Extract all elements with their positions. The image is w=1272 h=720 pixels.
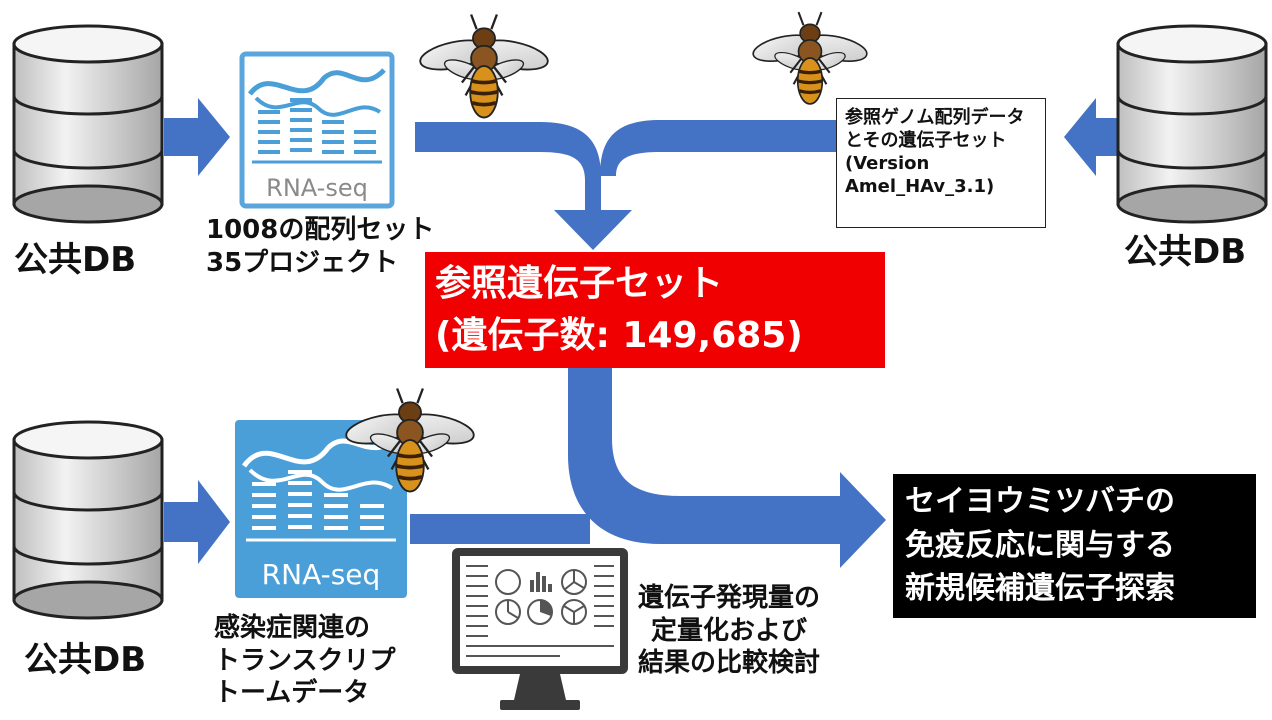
- top-right-arrow: [1064, 98, 1120, 176]
- reference-genome-line: 参照ゲノム配列データ: [845, 107, 1025, 128]
- expression-analysis-line: 遺伝子発現量の: [638, 583, 821, 613]
- sequence-set-label: 1008の配列セット 35プロジェクト: [206, 214, 434, 279]
- database-icon: [1116, 24, 1268, 224]
- database-label: 公共DB: [1124, 232, 1247, 272]
- expression-analysis-line: 定量化および: [651, 615, 808, 646]
- reference-genome-line: とその遺伝子セット: [845, 129, 1007, 151]
- reference-gene-set-count: (遺伝子数: 149,685): [435, 315, 803, 357]
- merge-flow-arrow: [415, 120, 840, 250]
- database-label: 公共DB: [24, 640, 147, 680]
- database-icon: [12, 420, 164, 620]
- infection-data-line: トームデータ: [214, 678, 370, 708]
- bottom-left-arrow: [164, 480, 230, 564]
- result-line: 新規候補遺伝子探索: [905, 571, 1175, 606]
- reference-genome-box: 参照ゲノム配列データ とその遺伝子セット (Version Amel_HAv_3…: [836, 98, 1046, 228]
- rna-seq-icon-text: RNA-seq: [262, 558, 381, 591]
- database-icon: [12, 24, 164, 224]
- rna-seq-icon-text: RNA-seq: [266, 174, 368, 202]
- database-label: 公共DB: [14, 240, 137, 280]
- expression-analysis-label: 遺伝子発現量の 定量化および 結果の比較検討: [638, 582, 820, 680]
- reference-genome-line: Amel_HAv_3.1): [845, 175, 995, 197]
- reference-gene-set-box: 参照遺伝子セット (遺伝子数: 149,685): [425, 252, 885, 368]
- infection-data-line: トランスクリプ: [214, 645, 396, 676]
- rna-seq-icon: RNA-seq: [235, 420, 407, 598]
- result-box: セイヨウミツバチの 免疫反応に関与する 新規候補遺伝子探索: [893, 474, 1256, 618]
- expression-analysis-line: 結果の比較検討: [638, 648, 821, 678]
- sequence-set-line: 1008の配列セット: [206, 215, 435, 245]
- main-output-arrow: [410, 368, 886, 568]
- honeybee-icon: [749, 10, 871, 106]
- result-line: 免疫反応に関与する: [905, 527, 1175, 563]
- sequence-set-line: 35プロジェクト: [206, 247, 399, 278]
- infection-data-label: 感染症関連の トランスクリプ トームデータ: [214, 612, 395, 710]
- honeybee-icon: [415, 12, 553, 120]
- reference-genome-line: (Version: [845, 152, 930, 174]
- top-left-arrow: [164, 98, 230, 176]
- infection-data-line: 感染症関連の: [214, 613, 371, 643]
- reference-gene-set-title: 参照遺伝子セット: [435, 263, 724, 304]
- result-line: セイヨウミツバチの: [905, 484, 1175, 519]
- monitor-icon: [452, 548, 628, 710]
- rna-seq-icon: RNA-seq: [239, 51, 395, 209]
